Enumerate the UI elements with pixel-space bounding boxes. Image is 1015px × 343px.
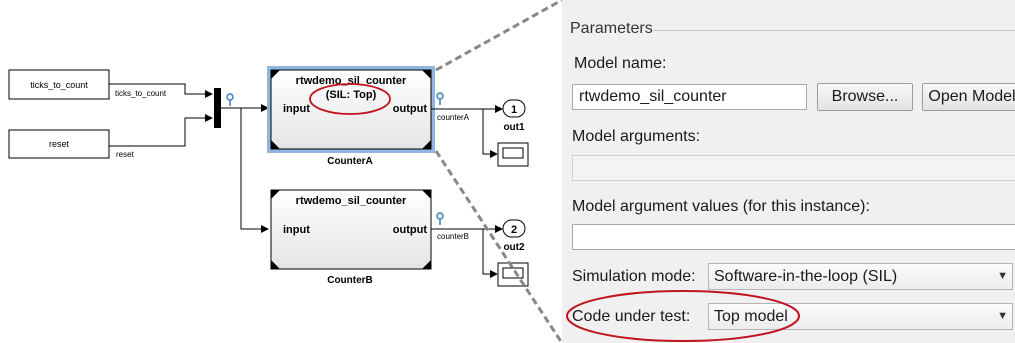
scope-block-a[interactable] (497, 142, 529, 167)
parameters-section-title: Parameters (570, 20, 653, 37)
parameters-panel: Parameters Model name: rtwdemo_sil_count… (562, 0, 1015, 343)
model-block-counter-b[interactable]: rtwdemo_sil_counter input output (270, 189, 432, 270)
input-port-label: input (283, 103, 310, 115)
signal-label-reset: reset (116, 150, 135, 159)
signal-line-ticks[interactable] (109, 83, 213, 98)
outport-label: out1 (503, 122, 525, 133)
callout-line-bottom (434, 150, 564, 343)
model-reference-name: rtwdemo_sil_counter (296, 195, 407, 207)
highlight-ellipse-sil-badge (309, 83, 391, 115)
outport-label: out2 (503, 242, 525, 253)
outport-block-1[interactable]: 1 (502, 99, 526, 118)
chevron-down-icon: ▼ (997, 270, 1008, 282)
simulation-mode-label: Simulation mode: (572, 268, 696, 285)
source-block-ticks-to-count[interactable]: ticks_to_count (8, 69, 110, 100)
model-name-field[interactable]: rtwdemo_sil_counter (572, 84, 807, 110)
output-port-label: output (393, 103, 428, 115)
section-divider (654, 30, 1015, 31)
model-block-caption: CounterB (327, 275, 373, 286)
signal-log-icon (436, 212, 444, 225)
sil-mode-badge: (SIL: Top) (326, 89, 377, 101)
source-block-label: reset (49, 139, 70, 149)
model-argument-values-field[interactable] (572, 224, 1015, 250)
signal-label-ticks: ticks_to_count (115, 89, 167, 98)
highlight-ellipse-code-under-test (566, 290, 800, 342)
simulation-mode-value: Software-in-the-loop (SIL) (714, 268, 898, 285)
code-under-test-label: Code under test: (572, 308, 691, 325)
signal-line-reset[interactable] (109, 114, 213, 147)
output-port-label: output (393, 224, 428, 236)
model-name-label: Model name: (574, 55, 667, 72)
model-arguments-label: Model arguments: (572, 128, 701, 145)
bus-creator-block[interactable] (214, 88, 221, 128)
simulation-mode-dropdown[interactable]: Software-in-the-loop (SIL) ▼ (708, 263, 1013, 290)
code-under-test-value: Top model (714, 308, 788, 325)
signal-label-counter-a: counterA (437, 113, 470, 122)
chevron-down-icon: ▼ (997, 310, 1008, 322)
source-block-reset[interactable]: reset (8, 129, 110, 159)
signal-log-icon (226, 93, 234, 106)
model-block-caption: CounterA (327, 156, 373, 167)
outport-number: 2 (511, 224, 517, 236)
model-argument-values-label: Model argument values (for this instance… (572, 198, 870, 215)
model-arguments-field[interactable] (572, 155, 1015, 181)
browse-button[interactable]: Browse... (817, 83, 913, 111)
input-port-label: input (283, 224, 310, 236)
model-reference-name: rtwdemo_sil_counter (296, 75, 407, 87)
outport-block-2[interactable]: 2 (502, 219, 526, 238)
open-model-button[interactable]: Open Model (922, 83, 1015, 111)
signal-line-scope-a[interactable] (482, 109, 498, 158)
callout-line-top (435, 0, 563, 72)
signal-line-scope-b[interactable] (482, 229, 498, 278)
outport-number: 1 (511, 104, 517, 116)
signal-log-icon (436, 92, 444, 105)
bus-line-b[interactable] (240, 108, 269, 233)
source-block-label: ticks_to_count (30, 80, 88, 90)
code-under-test-dropdown[interactable]: Top model ▼ (708, 303, 1013, 330)
highlight-overlay (566, 290, 800, 342)
signal-label-counter-b: counterB (437, 232, 469, 241)
model-block-counter-a[interactable]: rtwdemo_sil_counter (SIL: Top) input out… (267, 66, 435, 153)
